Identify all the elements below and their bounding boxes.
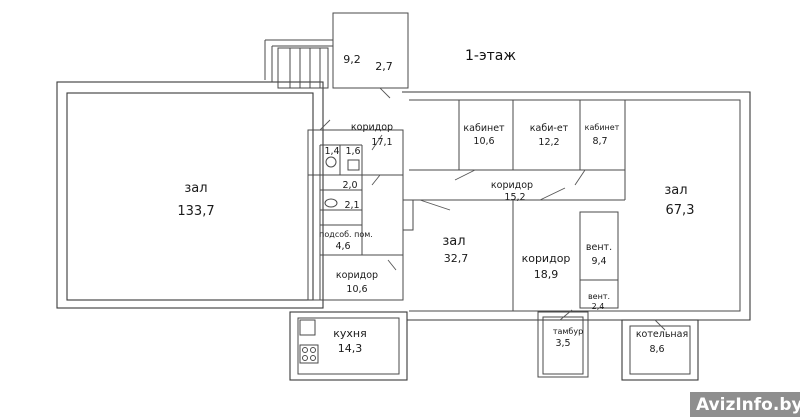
room-label-zal-32: зал — [442, 234, 465, 249]
room-area-koridor-10: 10,6 — [346, 284, 367, 295]
room-area-wc-14: 1,4 — [324, 146, 339, 157]
interior-walls — [289, 48, 626, 364]
stairs-box — [277, 47, 329, 89]
room-area-zal-32: 32,7 — [444, 252, 469, 265]
room-label-vent-94: вент. — [586, 242, 612, 253]
room-area-zal-67: 67,3 — [666, 203, 695, 218]
wall-stair-left — [264, 39, 333, 82]
room-area-kuhnya: 14,3 — [338, 342, 363, 355]
room-label-koridor-10: коридор — [336, 270, 378, 281]
toilet-icon — [347, 159, 360, 171]
cooktop-icon — [299, 344, 319, 364]
room-label-tambur: тамбур — [553, 327, 583, 336]
room-area-kab-106: 10,6 — [473, 136, 494, 147]
wall-kitchen-inner — [297, 317, 400, 375]
wall-right-outer — [400, 91, 751, 321]
outer-walls — [56, 12, 751, 381]
stove-icon — [299, 319, 316, 336]
room-label-zal-67: зал — [664, 183, 687, 198]
room-area-kab-122: 12,2 — [538, 137, 559, 148]
room-area-r-20: 2,0 — [342, 180, 357, 191]
room-label-vent-24: вент. — [588, 292, 610, 301]
room-area-stair: 9,2 — [343, 53, 361, 66]
watermark-text: AvizInfo.by — [696, 395, 800, 415]
room-label-koridor-17: коридор — [351, 122, 393, 133]
room-area-koridor-15: 15,2 — [504, 192, 525, 203]
room-label-koridor-15: коридор — [491, 180, 533, 191]
wall-stair-block — [332, 12, 409, 89]
room-area-podsob: 4,6 — [335, 241, 350, 252]
room-label-kuhnya: кухня — [333, 327, 366, 340]
door-swings — [319, 87, 666, 331]
room-area-vent-94: 9,4 — [591, 256, 606, 267]
room-area-zal-big: 133,7 — [177, 204, 214, 219]
watermark-bg — [690, 392, 800, 417]
washbasin-icon — [325, 156, 337, 168]
toilet-icon-2 — [324, 198, 338, 208]
room-label-zal-big: зал — [184, 181, 207, 196]
room-area-koridor-17: 17,1 — [371, 137, 392, 148]
room-area-koridor-18: 18,9 — [534, 268, 559, 281]
room-area-vent-24: 2,4 — [592, 302, 605, 311]
room-area-wc-21: 2,1 — [344, 200, 359, 211]
room-label-kab-87: кабинет — [585, 123, 620, 132]
stairs-icon — [289, 48, 321, 88]
room-label-podsob: подсоб. пом. — [319, 230, 373, 239]
wall-zal-big-inner — [66, 92, 314, 301]
room-area-kab-87: 8,7 — [592, 136, 607, 147]
wall-kotel-outer — [621, 319, 699, 381]
floor-title: 1-этаж — [465, 48, 516, 64]
room-area-tambur: 3,5 — [555, 338, 570, 349]
wall-kitchen-outer — [289, 311, 408, 381]
room-label-kotel: котельная — [636, 329, 688, 340]
watermark: AvizInfo.by — [690, 392, 800, 417]
room-label-kab-106: кабинет — [463, 123, 505, 134]
room-label-kab-122: каби-ет — [530, 123, 569, 134]
room-area-wc-16: 1,6 — [345, 146, 360, 157]
room-label-koridor-18: коридор — [522, 252, 571, 265]
wall-tambur-outer — [537, 311, 589, 378]
room-area-kotel: 8,6 — [649, 344, 664, 355]
wall-kotel-inner — [629, 325, 691, 375]
room-area-vest: 2,7 — [375, 60, 393, 73]
wall-right-inner — [409, 99, 741, 312]
